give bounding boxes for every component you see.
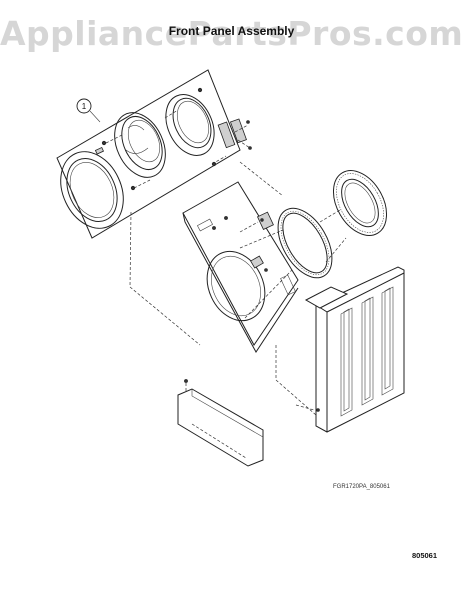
ring-seal <box>277 207 333 279</box>
figure-code: 805061 <box>412 551 438 560</box>
diagram-title: Front Panel Assembly <box>168 24 295 38</box>
callout-number: 1 <box>82 102 87 111</box>
drawing-reference: FGR1720PA_805061 <box>333 484 390 490</box>
site-watermark: AppliancePartsPros.com <box>0 14 463 53</box>
door-assembly <box>56 69 252 239</box>
drum-seal <box>332 170 388 236</box>
front-panel <box>182 181 299 353</box>
kick-panel <box>177 379 264 467</box>
bracket-part <box>239 211 274 233</box>
callout-1 <box>76 98 101 123</box>
cabinet <box>295 266 405 433</box>
